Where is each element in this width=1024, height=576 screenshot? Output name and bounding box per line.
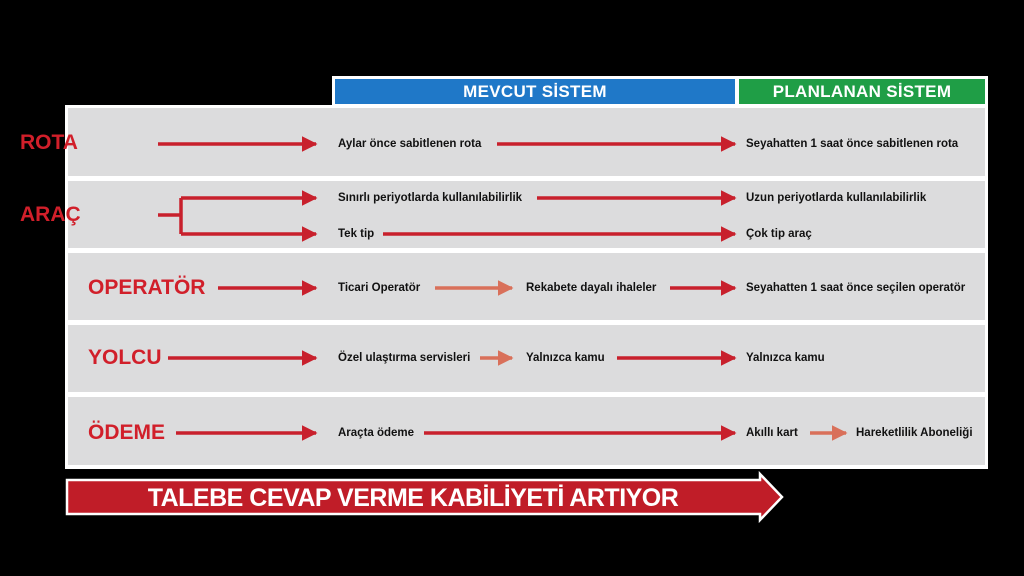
arac-current-lower-label: Tek tip — [338, 228, 375, 240]
operator-planned-label: Seyahatten 1 saat önce seçilen operatör — [746, 282, 966, 294]
arac-current-upper-label: Sınırlı periyotlarda kullanılabilirlik — [338, 192, 523, 204]
odeme-planned-label: Akıllı kart — [746, 427, 798, 439]
odeme-current-label: Araçta ödeme — [338, 427, 415, 439]
category-yolcu: YOLCU — [88, 346, 162, 369]
planned-system-header-label: PLANLANAN SİSTEM — [772, 81, 952, 101]
row-arac — [68, 181, 985, 248]
bottom-banner-text: TALEBE CEVAP VERME KABİLİYETİ ARTIYOR — [147, 484, 679, 512]
category-odeme: ÖDEME — [88, 421, 166, 444]
rota-current-label: Aylar önce sabitlenen rota — [338, 138, 482, 150]
arac-planned-lower-label: Çok tip araç — [746, 228, 812, 240]
operator-middle-label: Rekabete dayalı ihaleler — [526, 282, 657, 294]
category-rota: ROTA — [20, 131, 78, 154]
yolcu-planned-label: Yalnızca kamu — [746, 352, 825, 364]
row-odeme — [68, 397, 985, 465]
yolcu-current-label: Özel ulaştırma servisleri — [338, 352, 471, 364]
category-arac: ARAÇ — [20, 203, 81, 226]
yolcu-middle-label: Yalnızca kamu — [526, 352, 605, 364]
arac-planned-upper-label: Uzun periyotlarda kullanılabilirlik — [746, 192, 927, 204]
category-operator: OPERATÖR — [88, 276, 206, 299]
current-system-header: MEVCUT SİSTEM — [332, 76, 738, 107]
odeme-planned-extra-label: Hareketlilik Aboneliği — [856, 427, 973, 439]
row-rota — [68, 108, 985, 176]
rota-planned-label: Seyahatten 1 saat önce sabitlenen rota — [746, 138, 959, 150]
operator-current-label: Ticari Operatör — [338, 282, 421, 294]
current-system-header-label: MEVCUT SİSTEM — [463, 81, 607, 101]
planned-system-header: PLANLANAN SİSTEM — [736, 76, 988, 107]
